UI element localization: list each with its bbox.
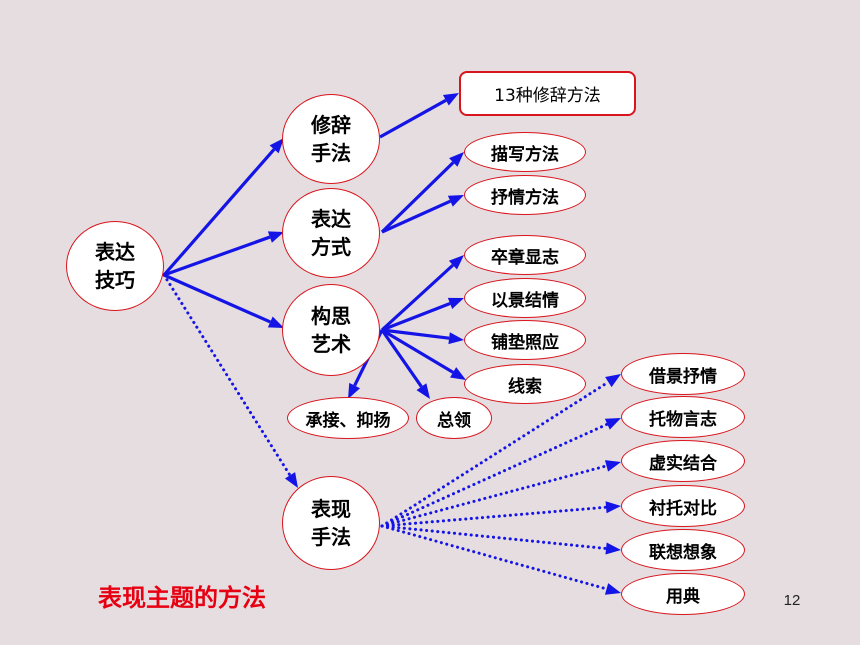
arrow-perf-allusion bbox=[380, 524, 621, 595]
arrow-structure-foreshadow bbox=[381, 328, 464, 345]
arrow-expression-lyric bbox=[381, 195, 464, 234]
arrow-root-rhetoric bbox=[162, 138, 284, 277]
arrow-perf-association bbox=[380, 524, 621, 555]
node-allusion: 用典 bbox=[621, 573, 745, 615]
arrow-perf-object bbox=[380, 418, 621, 528]
arrow-structure-ending bbox=[380, 255, 464, 332]
node-rhetoric-methods: 13种修辞方法 bbox=[459, 71, 636, 116]
arrow-rhetoric-methods bbox=[379, 93, 459, 139]
arrow-perf-real-virtual bbox=[380, 460, 621, 528]
page-number: 12 bbox=[783, 592, 801, 609]
node-scene-lyric: 借景抒情 bbox=[621, 353, 745, 395]
node-describe: 描写方法 bbox=[464, 132, 586, 172]
node-foreshadow: 铺垫照应 bbox=[464, 320, 586, 360]
node-performance: 表现手法 bbox=[282, 476, 380, 570]
node-association: 联想想象 bbox=[621, 529, 745, 571]
arrow-expression-describe bbox=[380, 152, 464, 234]
node-ending-theme: 卒章显志 bbox=[464, 235, 586, 275]
node-contrast: 衬托对比 bbox=[621, 485, 745, 527]
node-scene-emotion: 以景结情 bbox=[464, 278, 586, 318]
arrow-perf-contrast bbox=[380, 501, 621, 528]
node-rhetoric: 修辞手法 bbox=[282, 94, 380, 184]
node-clue: 线索 bbox=[464, 364, 586, 404]
arrow-structure-clue bbox=[381, 328, 466, 380]
node-lead: 总领 bbox=[416, 397, 492, 439]
arrow-root-performance bbox=[162, 273, 298, 488]
arrow-root-expression bbox=[163, 231, 284, 277]
node-structure: 构思艺术 bbox=[282, 284, 380, 376]
node-root: 表达技巧 bbox=[66, 221, 164, 311]
node-expression: 表达方式 bbox=[282, 188, 380, 278]
node-transition: 承接、抑扬 bbox=[287, 397, 409, 439]
arrow-structure-lead bbox=[380, 329, 430, 399]
node-object-aspiration: 托物言志 bbox=[621, 396, 745, 438]
caption-text: 表现主题的方法 bbox=[98, 584, 266, 612]
arrow-root-structure bbox=[163, 273, 284, 328]
node-lyric: 抒情方法 bbox=[464, 175, 586, 215]
arrow-perf-scene-lyric bbox=[380, 374, 621, 528]
arrow-structure-scene bbox=[381, 297, 464, 332]
node-real-virtual: 虚实结合 bbox=[621, 440, 745, 482]
